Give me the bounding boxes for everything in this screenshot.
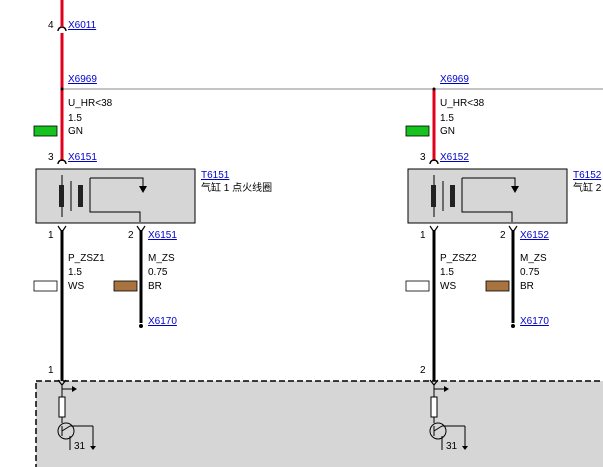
supply-color-2: GN xyxy=(440,126,455,137)
out-right-pin-2: 2 xyxy=(500,230,506,241)
ecu-pin-1: 1 xyxy=(48,365,54,376)
supply-signal-2: U_HR<38 xyxy=(440,98,485,109)
coil-symbol-1 xyxy=(59,175,147,222)
right-signal-1: M_ZS xyxy=(148,253,175,264)
left-size-2: 1.5 xyxy=(440,267,454,278)
splice-node-1 xyxy=(60,87,64,91)
ecu-driver-symbol-1 xyxy=(57,385,96,450)
ground-node-2 xyxy=(511,324,515,328)
right-signal-2: M_ZS xyxy=(520,253,547,264)
out-right-connector-link-1[interactable]: X6151 xyxy=(148,230,177,241)
supply-size-2: 1.5 xyxy=(440,113,454,124)
left-color-2: WS xyxy=(440,281,456,292)
coil-connector-link-2[interactable]: X6152 xyxy=(440,152,469,163)
left-swatch-2 xyxy=(405,280,430,292)
splice-link-2[interactable]: X6969 xyxy=(440,74,469,85)
right-color-2: BR xyxy=(520,281,534,292)
supply-color-1: GN xyxy=(68,126,83,137)
right-size-2: 0.75 xyxy=(520,267,540,278)
ground-link-2[interactable]: X6170 xyxy=(520,316,549,327)
out-left-pin-2: 1 xyxy=(420,230,426,241)
left-size-1: 1.5 xyxy=(68,267,82,278)
splice-node-2 xyxy=(432,87,436,91)
out-right-connector-link-2[interactable]: X6152 xyxy=(520,230,549,241)
out-left-pin-1: 1 xyxy=(48,230,54,241)
ecu-pin-2: 2 xyxy=(420,365,426,376)
ground-label-2: 31 xyxy=(446,441,458,452)
supply-signal-1: U_HR<38 xyxy=(68,98,113,109)
left-color-1: WS xyxy=(68,281,84,292)
top-pin-number: 4 xyxy=(48,20,54,31)
supply-swatch-2 xyxy=(405,125,430,137)
top-connector-link[interactable]: X6011 xyxy=(68,20,97,31)
ground-label-1: 31 xyxy=(74,441,86,452)
component-link-1[interactable]: T6151 xyxy=(201,170,230,181)
supply-swatch-1 xyxy=(33,125,58,137)
coil-connector-symbol-2 xyxy=(429,159,439,165)
right-swatch-1 xyxy=(113,280,138,292)
left-swatch-1 xyxy=(33,280,58,292)
ground-link-1[interactable]: X6170 xyxy=(148,316,177,327)
component-desc-2: 气缸 2 xyxy=(573,181,602,194)
out-right-pin-1: 2 xyxy=(128,230,134,241)
ecu-box xyxy=(35,380,603,467)
coil-pin-1: 3 xyxy=(48,152,54,163)
coil-connector-symbol-1 xyxy=(57,159,67,165)
splice-link-1[interactable]: X6969 xyxy=(68,74,97,85)
component-link-2[interactable]: T6152 xyxy=(573,170,602,181)
right-color-1: BR xyxy=(148,281,162,292)
left-signal-1: P_ZSZ1 xyxy=(68,253,105,264)
coil-connector-link-1[interactable]: X6151 xyxy=(68,152,97,163)
ground-node-1 xyxy=(139,324,143,328)
top-connector-symbol xyxy=(57,26,67,32)
right-size-1: 0.75 xyxy=(148,267,168,278)
channel-2: X6969 U_HR<38 1.5 GN 3 X6152 T6152 气缸 2 … xyxy=(405,74,602,452)
component-desc-1: 气缸 1 点火线圈 xyxy=(201,181,272,194)
channel-1: X6969 U_HR<38 1.5 GN 3 X6151 T6151 气缸 1 … xyxy=(33,0,272,452)
supply-size-1: 1.5 xyxy=(68,113,82,124)
left-signal-2: P_ZSZ2 xyxy=(440,253,477,264)
ecu-driver-symbol-2 xyxy=(429,385,468,450)
right-swatch-2 xyxy=(485,280,510,292)
coil-pin-2: 3 xyxy=(420,152,426,163)
coil-symbol-2 xyxy=(431,175,519,222)
